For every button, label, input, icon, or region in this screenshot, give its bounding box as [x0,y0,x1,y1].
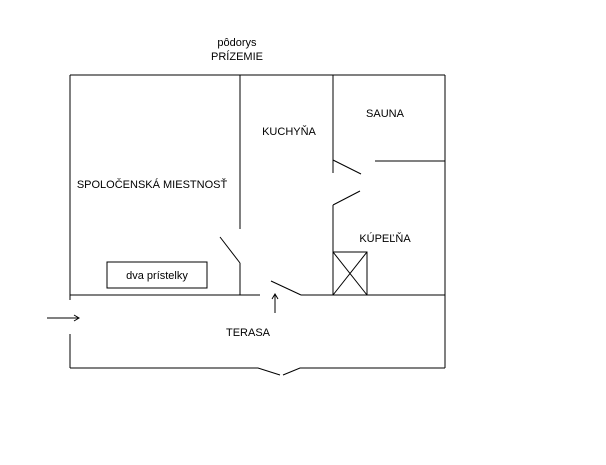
shower-box [332,251,368,296]
room-label-living-room: SPOLOČENSKÁ MIESTNOSŤ [77,178,228,191]
terrace-bottom-right [282,367,445,376]
plan-title: PRÍZEMIE [211,50,263,63]
room-label-bathroom: KÚPEĽŇA [359,232,411,245]
entry-arrow-icon [47,314,80,322]
bathroom-door [332,190,361,206]
doors [219,159,362,296]
shower-outline [332,251,368,296]
walls [69,74,446,376]
terrace-bottom-left [70,367,281,376]
room-label-kitchen: KUCHYŇA [262,125,316,138]
door-arrow-icon [271,293,279,313]
sauna-door [332,159,362,175]
living-room-door [219,236,241,264]
shower-cross-2 [332,251,368,296]
main-door [270,280,302,296]
beds-label: dva prístelky [126,270,188,282]
room-label-sauna: SAUNA [366,108,405,120]
room-label-terrace: TERASA [226,327,271,339]
plan-subtitle: pôdorys [217,37,257,49]
beds-box [106,261,208,289]
